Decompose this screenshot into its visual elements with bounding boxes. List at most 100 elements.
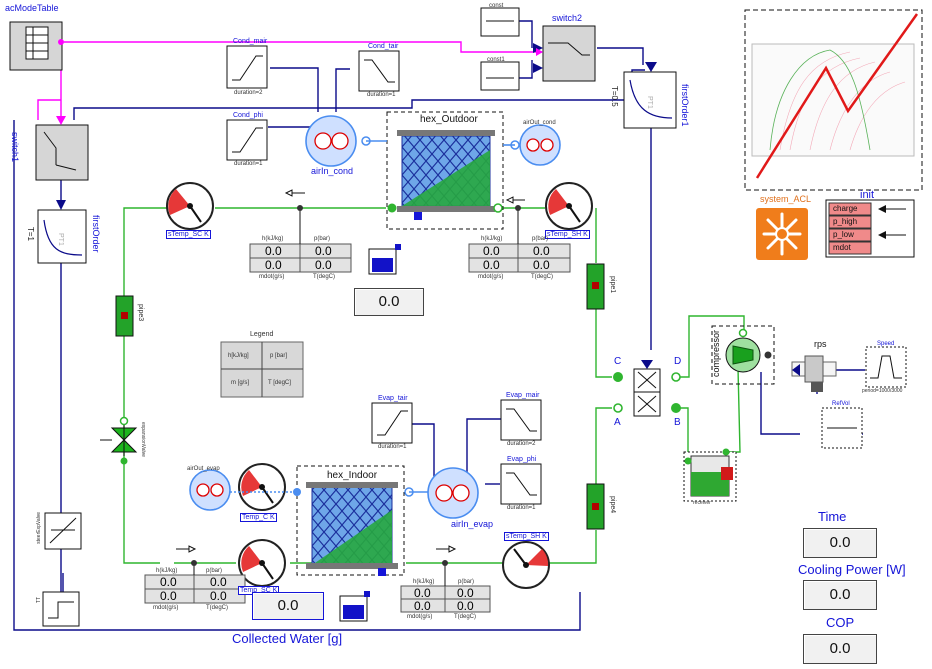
st4-h-label: h(kJ/kg): [413, 579, 435, 585]
const-label: const: [489, 3, 504, 9]
airout-evap-block[interactable]: [189, 469, 231, 511]
st1-p-value: 0.0: [315, 244, 332, 258]
system-acl-label: system_ACL: [760, 194, 812, 204]
st1-h-value: 0.0: [265, 244, 282, 258]
tt-step-block[interactable]: [42, 591, 80, 627]
st2-h-label: h(kJ/kg): [481, 236, 503, 242]
cond-tair-block[interactable]: [358, 50, 400, 92]
legend-box: [220, 341, 304, 398]
pipe1-block[interactable]: [586, 263, 605, 310]
cond-mair-block[interactable]: [226, 45, 268, 89]
compressor-block[interactable]: [711, 325, 775, 385]
airout-cond-label: airOut_cond: [523, 120, 556, 126]
st3-m-label: mdot(g/s): [153, 605, 179, 611]
switch1-block[interactable]: [35, 116, 89, 181]
const1-block[interactable]: [480, 61, 520, 91]
st3-m-value: 0.0: [160, 589, 177, 603]
state-table-evap-right: [400, 560, 491, 613]
cond-phi-block[interactable]: [226, 119, 268, 161]
st4-m-value: 0.0: [414, 599, 431, 613]
evap-mair-block[interactable]: [500, 399, 542, 441]
indoor-water-display: 0.0: [252, 592, 324, 620]
expansion-valve-label: expansionValve: [140, 422, 146, 457]
steer-valve-block[interactable]: [44, 512, 82, 550]
cond-mair-label: Cond_mair: [233, 38, 268, 45]
st4-t-value: 0.0: [457, 599, 474, 613]
st2-p-label: p(bar): [532, 236, 549, 242]
sensor-cond-sc[interactable]: [166, 182, 214, 230]
cond-phi-label: Cond_phi: [233, 112, 263, 119]
st3-p-label: p(bar): [206, 568, 223, 574]
port-d-label: D: [674, 356, 682, 367]
st3-h-value: 0.0: [160, 575, 177, 589]
cop-label: COP: [826, 615, 855, 630]
st2-t-label: T(degC): [531, 274, 554, 280]
four-way-valve[interactable]: [613, 360, 681, 417]
system-acl-block[interactable]: [756, 208, 808, 260]
duration-cond-phi: duration=1: [234, 161, 263, 167]
first-order-param: T=1: [26, 227, 35, 242]
pt1-label: PT1: [57, 233, 64, 246]
st2-m-value: 0.0: [483, 258, 500, 272]
rps-shaft[interactable]: [791, 355, 837, 392]
duration-evap-phi: duration=1: [507, 505, 536, 511]
speed-block[interactable]: [865, 346, 907, 388]
legend-h: h[kJ/kg]: [228, 353, 249, 359]
airin-cond-block[interactable]: [305, 115, 371, 167]
speed-label: Speed: [877, 341, 895, 347]
st3-h-label: h(kJ/kg): [156, 568, 178, 574]
init-row-charge: charge: [833, 204, 858, 213]
const-block[interactable]: [480, 7, 520, 37]
ac-mode-table-block[interactable]: [9, 21, 64, 71]
first-order1-block[interactable]: [623, 62, 677, 129]
st3-t-label: T(degC): [206, 605, 229, 611]
st1-t-label: T(degC): [313, 274, 336, 280]
sensor-evap-c-label: Temp_C K: [240, 513, 277, 522]
cop-display: 0.0: [803, 634, 877, 664]
expansion-valve-block[interactable]: [100, 416, 138, 465]
airin-cond-label: airIn_cond: [311, 166, 354, 176]
duration-cond-mair: duration=2: [234, 90, 263, 96]
legend-t: T [degC]: [268, 380, 291, 386]
airin-evap-block[interactable]: [427, 467, 479, 519]
sensor-evap-sc[interactable]: [238, 539, 286, 587]
st1-m-label: mdot(g/s): [259, 274, 285, 280]
st3-t-value: 0.0: [210, 589, 227, 603]
st1-t-value: 0.0: [315, 258, 332, 272]
airout-cond-block[interactable]: [510, 124, 561, 166]
ac-mode-table-label: acModeTable: [5, 3, 59, 13]
hex-indoor-label: hex_Indoor: [327, 470, 378, 481]
cooling-power-label: Cooling Power [W]: [798, 562, 906, 577]
hex-indoor-block[interactable]: [293, 465, 414, 576]
st4-m-label: mdot(g/s): [407, 614, 433, 620]
refvol-label: RefVol: [832, 401, 850, 407]
pipe4-block[interactable]: [586, 483, 605, 530]
sensor-evap-c[interactable]: [238, 463, 286, 511]
sensor-evap-sh[interactable]: [502, 541, 550, 589]
duration-cond-tair: duration=1: [367, 92, 396, 98]
state-table-cond-right: [468, 205, 571, 273]
st4-h-value: 0.0: [414, 586, 431, 600]
hex-outdoor-block[interactable]: [386, 111, 504, 230]
evap-tair-block[interactable]: [371, 402, 413, 444]
sensor-cond-sc-label: sTemp_SC K: [166, 230, 211, 239]
sensor-cond-sh[interactable]: [545, 182, 593, 230]
refvol-block[interactable]: [821, 407, 863, 449]
state-table-cond-left: [249, 205, 352, 273]
pipe3-block[interactable]: [115, 295, 134, 337]
legend-title: Legend: [250, 331, 274, 338]
speed-param: period=1000/3000: [862, 388, 903, 394]
const1-label: const1: [487, 57, 505, 63]
st4-t-label: T(degC): [454, 614, 477, 620]
duration-evap-mair: duration=2: [507, 441, 536, 447]
init-block[interactable]: [825, 199, 915, 258]
first-order-block[interactable]: [37, 200, 87, 264]
switch2-block[interactable]: [533, 25, 596, 82]
receiver-block[interactable]: [683, 448, 737, 502]
pipe4-label: pipe4: [609, 496, 616, 514]
evap-phi-block[interactable]: [500, 463, 542, 505]
duration-evap-tair: duration=1: [378, 444, 407, 450]
sensor-evap-sh-label: sTemp_SH K: [504, 532, 549, 541]
pipe3-label: pipe3: [137, 304, 144, 322]
